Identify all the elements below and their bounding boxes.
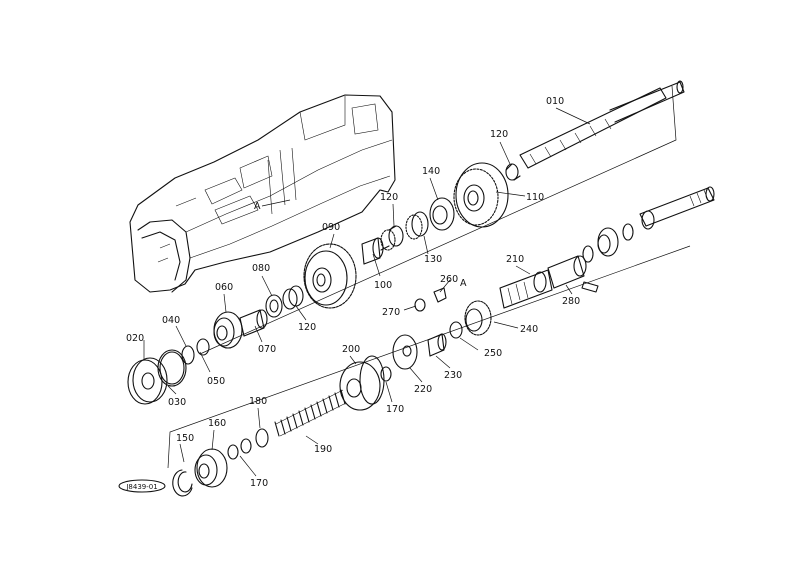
part-label-070: 070 [258,344,276,355]
part-label-040: 040 [162,315,180,326]
snap-ring-150 [172,469,193,497]
collar-230 [427,333,447,357]
part-label-130: 130 [424,254,442,265]
axis-line-upper [199,85,677,355]
leader-lines [143,107,591,477]
drawing-id-stamp: J8439-01 [118,479,166,493]
part-label-120-upper: 120 [490,129,508,140]
part-label-030: 030 [168,397,186,408]
part-label-080: 080 [252,263,270,274]
part-label-190: 190 [314,444,332,455]
part-label-280: 280 [562,296,580,307]
part-label-250: 250 [484,348,502,359]
plate-220 [392,334,418,370]
bearing-160 [194,448,228,488]
part-labels: 010 020 030 040 050 060 070 080 090 100 … [126,96,580,489]
fork-260: A [433,278,467,303]
spring-190 [274,389,347,437]
sleeve-280 [547,255,599,293]
ring-170-lower [227,438,252,460]
part-label-110: 110 [526,192,544,203]
cover-020 [127,357,168,405]
washer-080 [265,294,283,318]
part-label-120-lower: 120 [298,322,316,333]
part-label-060: 060 [215,282,233,293]
part-label-020: 020 [126,333,144,344]
bearing-130 [405,211,429,240]
part-label-240: 240 [520,324,538,335]
needle-bearing-120-middle [380,225,404,251]
part-label-220: 220 [414,384,432,395]
bearing-060 [213,311,243,349]
shaft-210 [499,269,553,309]
axis-line-lower [167,245,691,469]
part-label-160: 160 [208,418,226,429]
upper-shaft-010 [519,80,685,169]
part-label-140: 140 [422,166,440,177]
part-label-170-lower: 170 [250,478,268,489]
part-label-200: 200 [342,344,360,355]
bearing-140 [429,197,455,231]
part-label-230: 230 [444,370,462,381]
part-label-170-upper: 170 [386,404,404,415]
bearing-120-lower [282,285,304,310]
collar-120-upper [505,163,521,181]
gear-090 [303,243,357,309]
collar-100 [361,237,384,265]
pto-shaft-assembly [582,186,715,263]
section-mark-a-housing: A [254,201,261,212]
section-mark-a-fork: A [460,278,467,289]
ring-050 [196,338,210,356]
ring-180 [255,428,269,448]
drawing-id: J8439-01 [125,483,157,491]
part-label-260: 260 [440,274,458,285]
transmission-housing: A [129,94,396,293]
part-label-010: 010 [546,96,564,107]
part-label-150: 150 [176,433,194,444]
part-label-180: 180 [249,396,267,407]
pin-270 [414,298,426,312]
part-label-120-middle: 120 [380,192,398,203]
gear-110 [453,162,509,228]
part-label-270: 270 [382,307,400,318]
gear-240 [464,300,492,336]
ring-170-upper [380,366,392,382]
collar-070 [239,309,268,337]
part-label-210: 210 [506,254,524,265]
part-label-050: 050 [207,376,225,387]
ring-250 [449,321,463,339]
part-label-100: 100 [374,280,392,291]
ring-040 [181,345,195,365]
part-label-090: 090 [322,222,340,233]
hub-200 [339,355,385,411]
